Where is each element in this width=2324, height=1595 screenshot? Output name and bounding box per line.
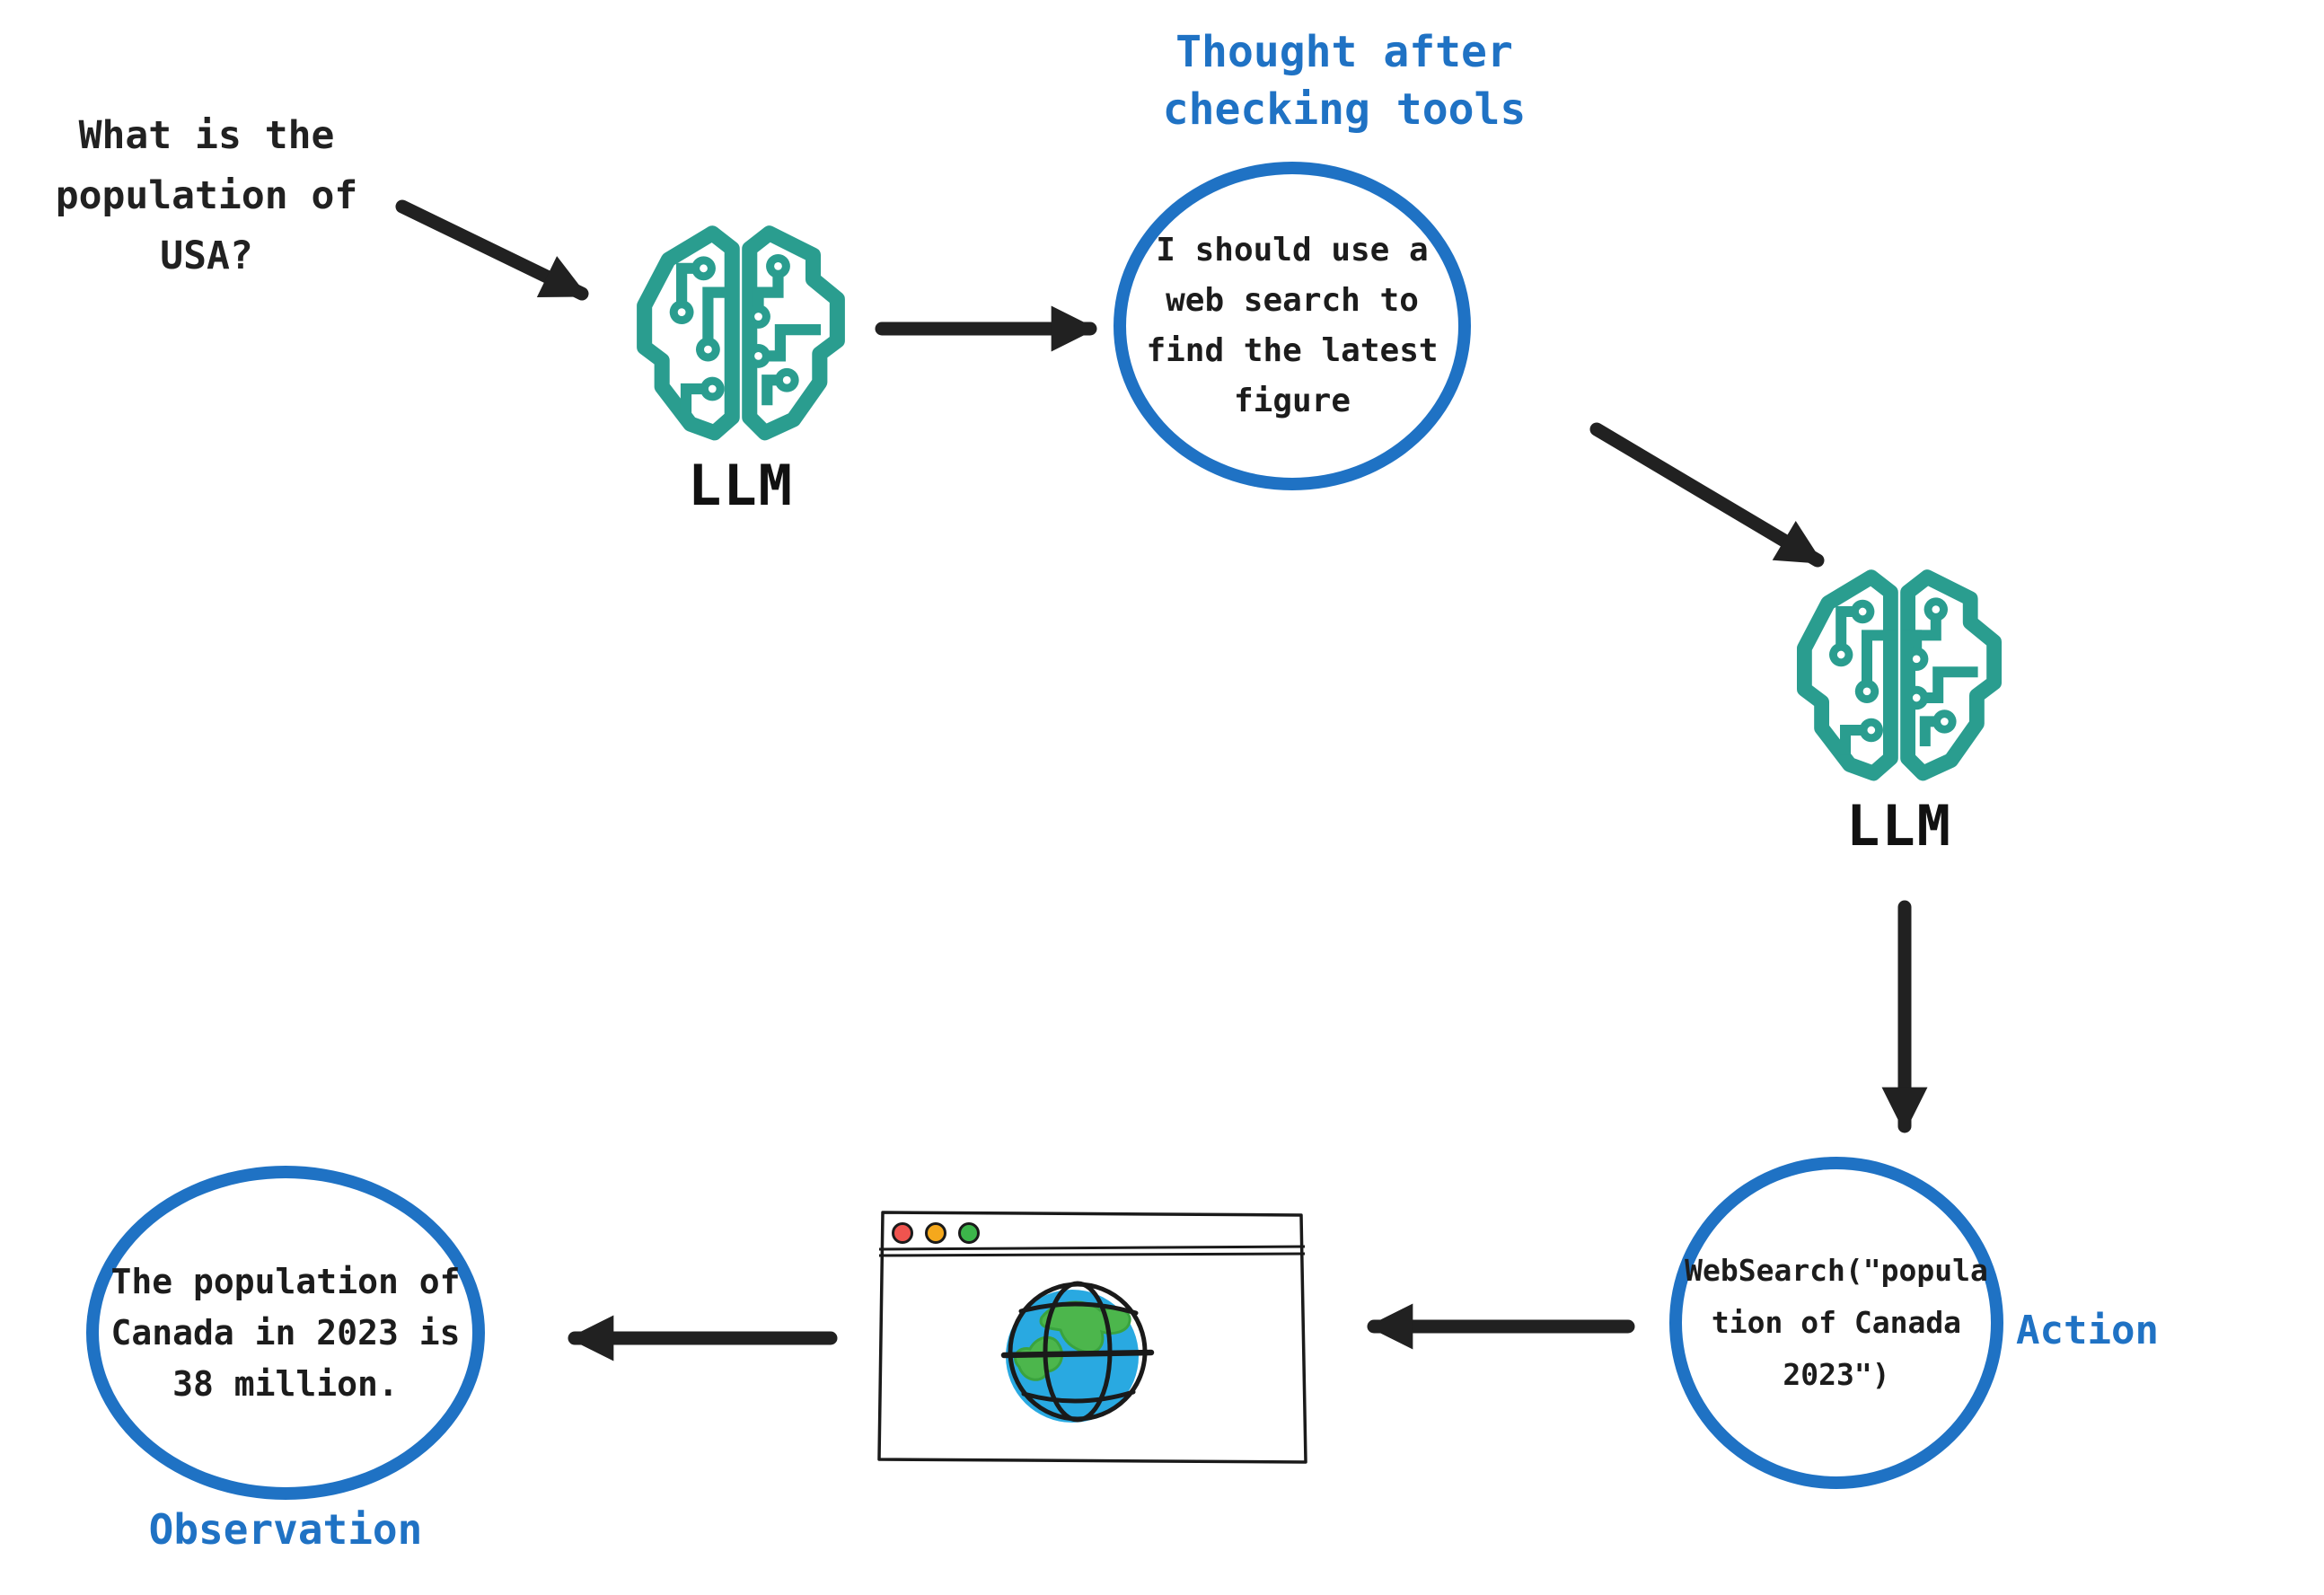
action-bubble: WebSearch("popula tion of Canada 2023") bbox=[1669, 1157, 2003, 1489]
titlebar-separator bbox=[878, 1245, 1306, 1251]
traffic-light-green bbox=[958, 1222, 980, 1244]
thought-heading: Thought after checking tools bbox=[1147, 23, 1542, 138]
circuit-nodes bbox=[669, 253, 799, 401]
traffic-light-buttons bbox=[892, 1222, 980, 1244]
user-query-line: What is the bbox=[78, 113, 335, 158]
observation-bubble: The population of Canada in 2023 is 38 m… bbox=[86, 1166, 485, 1500]
action-bubble-text: WebSearch("popula tion of Canada 2023") bbox=[1685, 1253, 1988, 1392]
user-query-line: population of bbox=[55, 173, 358, 218]
user-query-text: What is the population of USA? bbox=[22, 106, 391, 286]
arrow-thought-to-llm2 bbox=[1589, 422, 1825, 568]
browser-window-globe-icon bbox=[877, 1211, 1307, 1464]
user-query-line: USA? bbox=[160, 234, 253, 278]
thought-bubble: I should use a web search to find the la… bbox=[1114, 162, 1471, 490]
circuit-nodes bbox=[1829, 597, 1957, 743]
observation-heading: Observation bbox=[148, 1505, 423, 1554]
llm2-label: LLM bbox=[1846, 793, 1952, 859]
globe-icon bbox=[1000, 1281, 1155, 1423]
circuit-brain-icon bbox=[637, 225, 845, 441]
llm1-label: LLM bbox=[688, 453, 794, 518]
llm-node-2: LLM bbox=[1791, 568, 2007, 859]
circuit-brain-icon bbox=[1797, 569, 2002, 781]
arrow-query-to-llm1 bbox=[395, 199, 589, 301]
traffic-light-yellow bbox=[925, 1222, 946, 1244]
action-heading: Action bbox=[2016, 1308, 2159, 1353]
thought-heading-line: Thought after bbox=[1175, 27, 1513, 77]
traffic-light-red bbox=[892, 1222, 913, 1244]
thought-bubble-text: I should use a web search to find the la… bbox=[1146, 232, 1439, 419]
llm-node-1: LLM bbox=[631, 225, 850, 518]
observation-bubble-text: The population of Canada in 2023 is 38 m… bbox=[110, 1261, 461, 1404]
thought-heading-line: checking tools bbox=[1162, 84, 1527, 135]
